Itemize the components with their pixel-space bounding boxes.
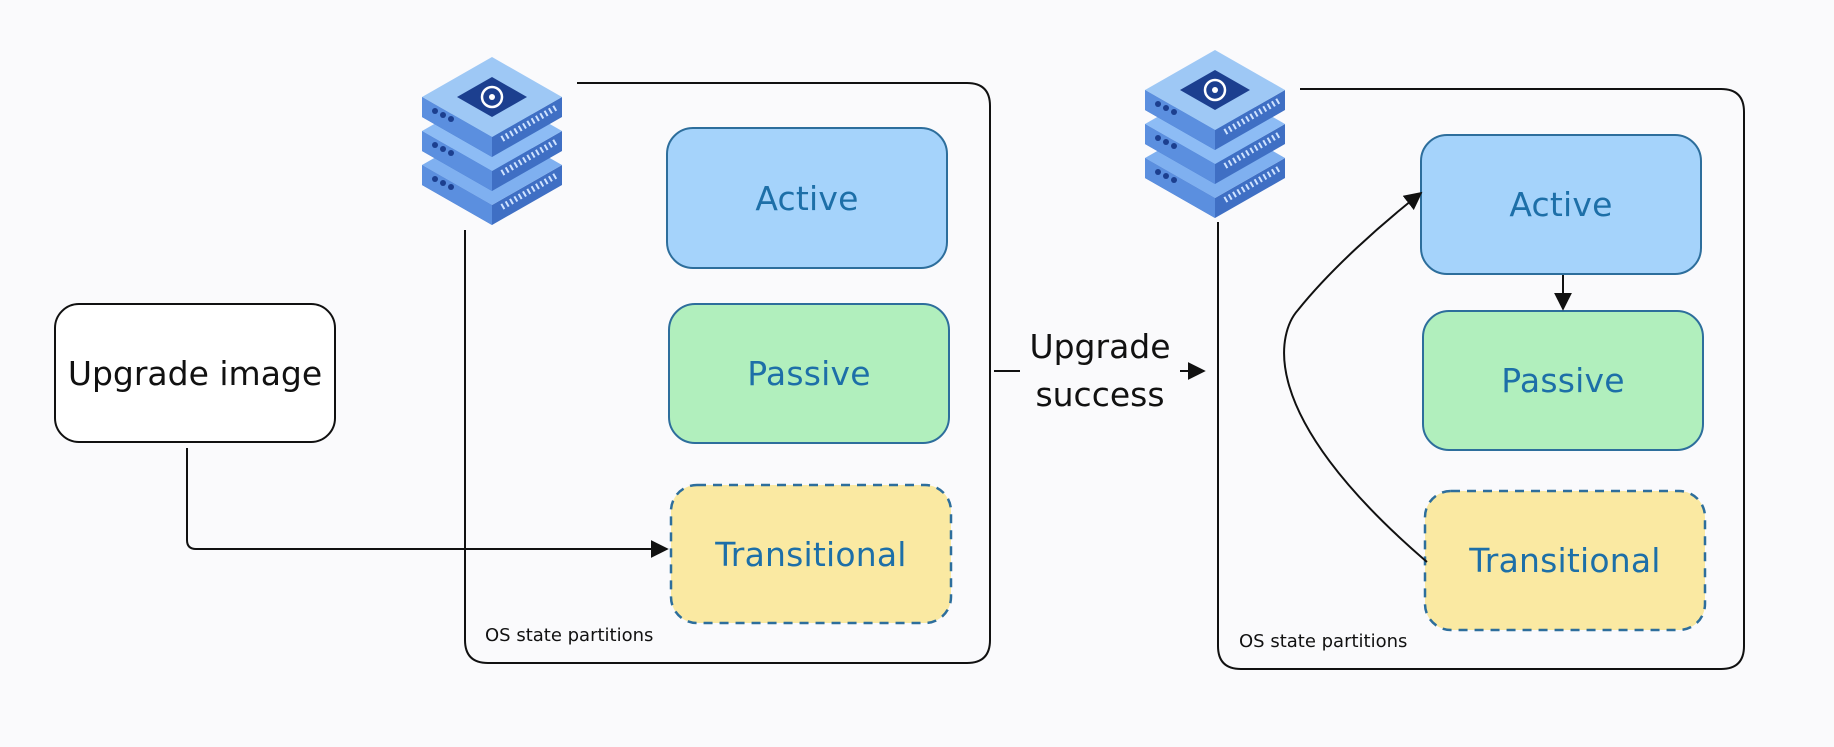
active-label-before: Active <box>755 178 859 218</box>
transition-label: Upgrade success <box>1000 323 1200 419</box>
os-frame-before <box>464 82 991 664</box>
passive-partition-before[interactable] <box>668 303 950 444</box>
kubernetes-server-stack-icon <box>422 57 562 225</box>
passive-label-before: Passive <box>747 354 871 393</box>
transitional-label-before: Transitional <box>715 534 907 574</box>
os-state-caption-before: OS state partitions <box>485 625 654 646</box>
passive-label-after: Passive <box>1501 361 1625 400</box>
os-frame-after <box>1217 88 1745 670</box>
passive-partition-after[interactable] <box>1422 310 1704 451</box>
image-to-transitional-arrow <box>186 448 669 558</box>
transitional-partition-before[interactable] <box>669 483 953 625</box>
os-state-caption-after: OS state partitions <box>1239 631 1408 652</box>
transition-line-2: success <box>1035 375 1165 414</box>
upgrade-image-label: Upgrade image <box>67 353 323 393</box>
transition-line-1: Upgrade <box>1029 327 1171 366</box>
active-label-after: Active <box>1509 185 1613 224</box>
transitional-label-after: Transitional <box>1469 541 1661 580</box>
upgrade-image-box[interactable] <box>54 303 336 443</box>
kubernetes-server-stack-icon <box>1145 50 1285 218</box>
transitional-to-active-arrow <box>1283 191 1428 563</box>
active-partition-before[interactable] <box>666 127 948 269</box>
